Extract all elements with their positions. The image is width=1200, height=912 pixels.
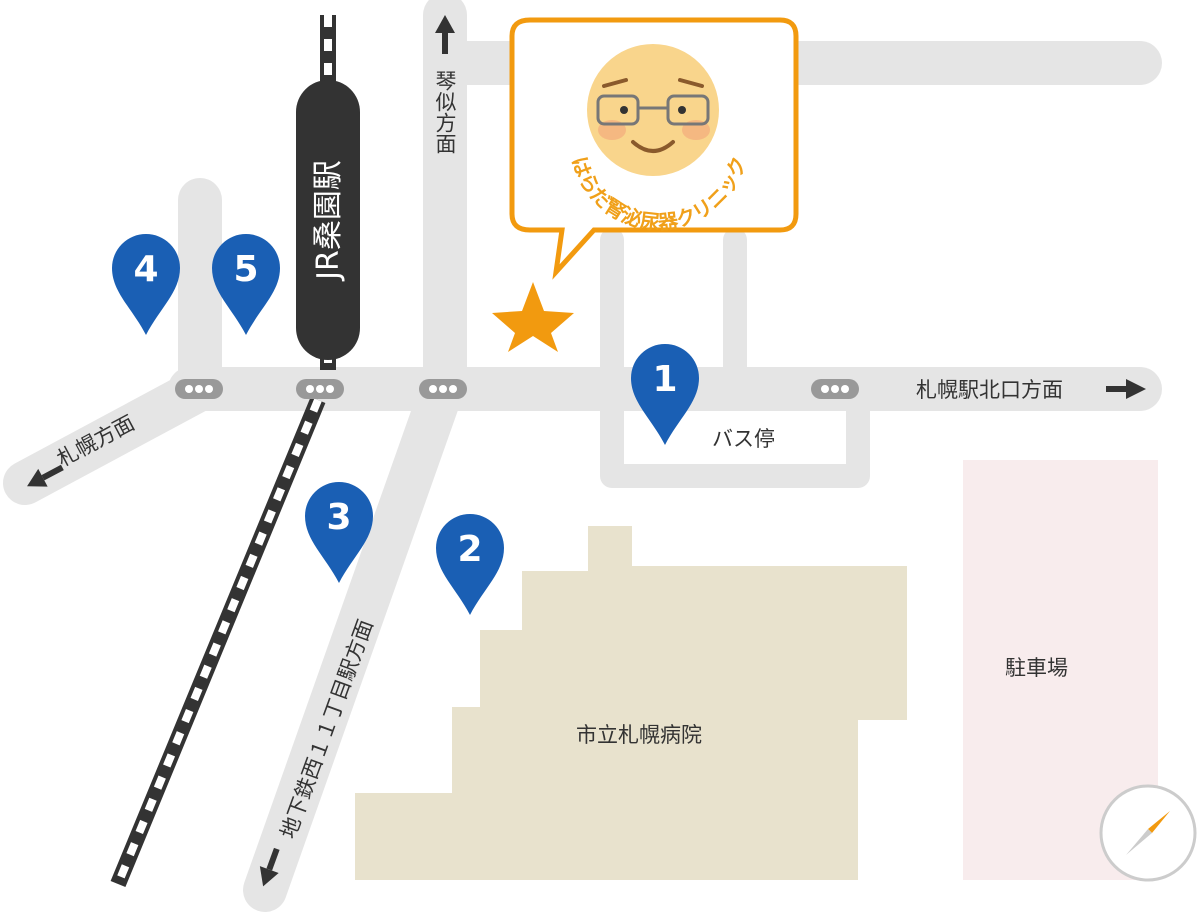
exit-number: 5 [233, 249, 258, 290]
traffic-light-icon [296, 379, 344, 399]
direction-kotoni: 琴似方面 [433, 15, 457, 154]
exit-pin-5: 5 [212, 234, 280, 335]
exit-pin-4: 4 [112, 233, 180, 335]
label-hospital: 市立札幌病院 [576, 723, 702, 747]
exit-number: 3 [326, 497, 351, 538]
arrow-icon [27, 464, 64, 487]
map-pin-icon [436, 514, 504, 615]
label-kotoni: 琴似方面 [433, 70, 457, 154]
exit-pin-2: 2 [436, 514, 504, 615]
doctor-face-icon [587, 44, 719, 176]
map-pin-icon [305, 482, 373, 583]
label-parking: 駐車場 [1005, 656, 1068, 680]
arrow-icon [1106, 379, 1146, 399]
exit-number: 1 [652, 359, 677, 400]
jr-station: JR桑園駅 [296, 80, 360, 360]
arrow-icon [435, 15, 455, 54]
compass-icon [1099, 784, 1197, 882]
star-icon [492, 282, 574, 352]
exit-pins: 1 2 3 4 5 [112, 233, 699, 615]
map-pin-icon [212, 234, 280, 335]
label-sapporo-north: 札幌駅北口方面 [916, 378, 1063, 402]
hospital-building [355, 526, 907, 880]
traffic-light-icon [175, 379, 223, 399]
label-bus-stop: バス停 [712, 427, 775, 451]
exit-number: 2 [457, 529, 482, 570]
exit-pin-1: 1 [631, 344, 699, 445]
traffic-lights [175, 379, 859, 399]
direction-sapporo-north: 札幌駅北口方面 [916, 378, 1146, 402]
exit-number: 4 [133, 249, 158, 290]
map-pin-icon [631, 344, 699, 445]
map-pin-icon [112, 233, 180, 335]
traffic-light-icon [811, 379, 859, 399]
station-label: JR桑園駅 [311, 160, 346, 282]
traffic-light-icon [419, 379, 467, 399]
exit-pin-3: 3 [305, 482, 373, 583]
arrow-icon [259, 847, 280, 887]
clinic-callout: はらだ腎泌尿器クリニック [509, 17, 799, 280]
